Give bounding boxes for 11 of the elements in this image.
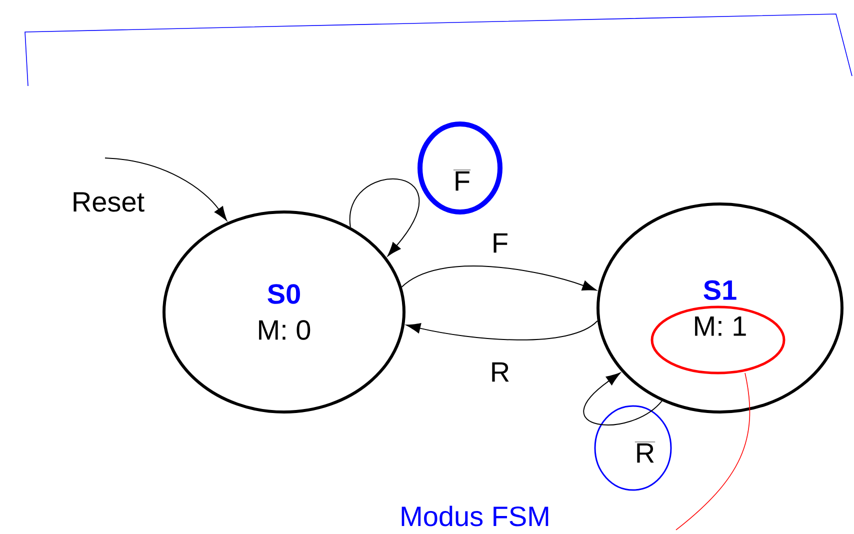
edge-label: Reset (70, 191, 146, 213)
caption: Modus FSM (402, 506, 548, 526)
arrow (406, 320, 598, 340)
arrow (583, 372, 662, 426)
edge-label: F (490, 232, 510, 254)
arrow (104, 158, 227, 221)
arrow (350, 178, 420, 256)
edge-label: $\overline{\mathrm{F}}$ (452, 168, 472, 192)
arrow (401, 265, 597, 291)
edge-label: $\overline{\mathrm{R}}$ (634, 440, 656, 464)
edge-label: R (488, 361, 512, 383)
